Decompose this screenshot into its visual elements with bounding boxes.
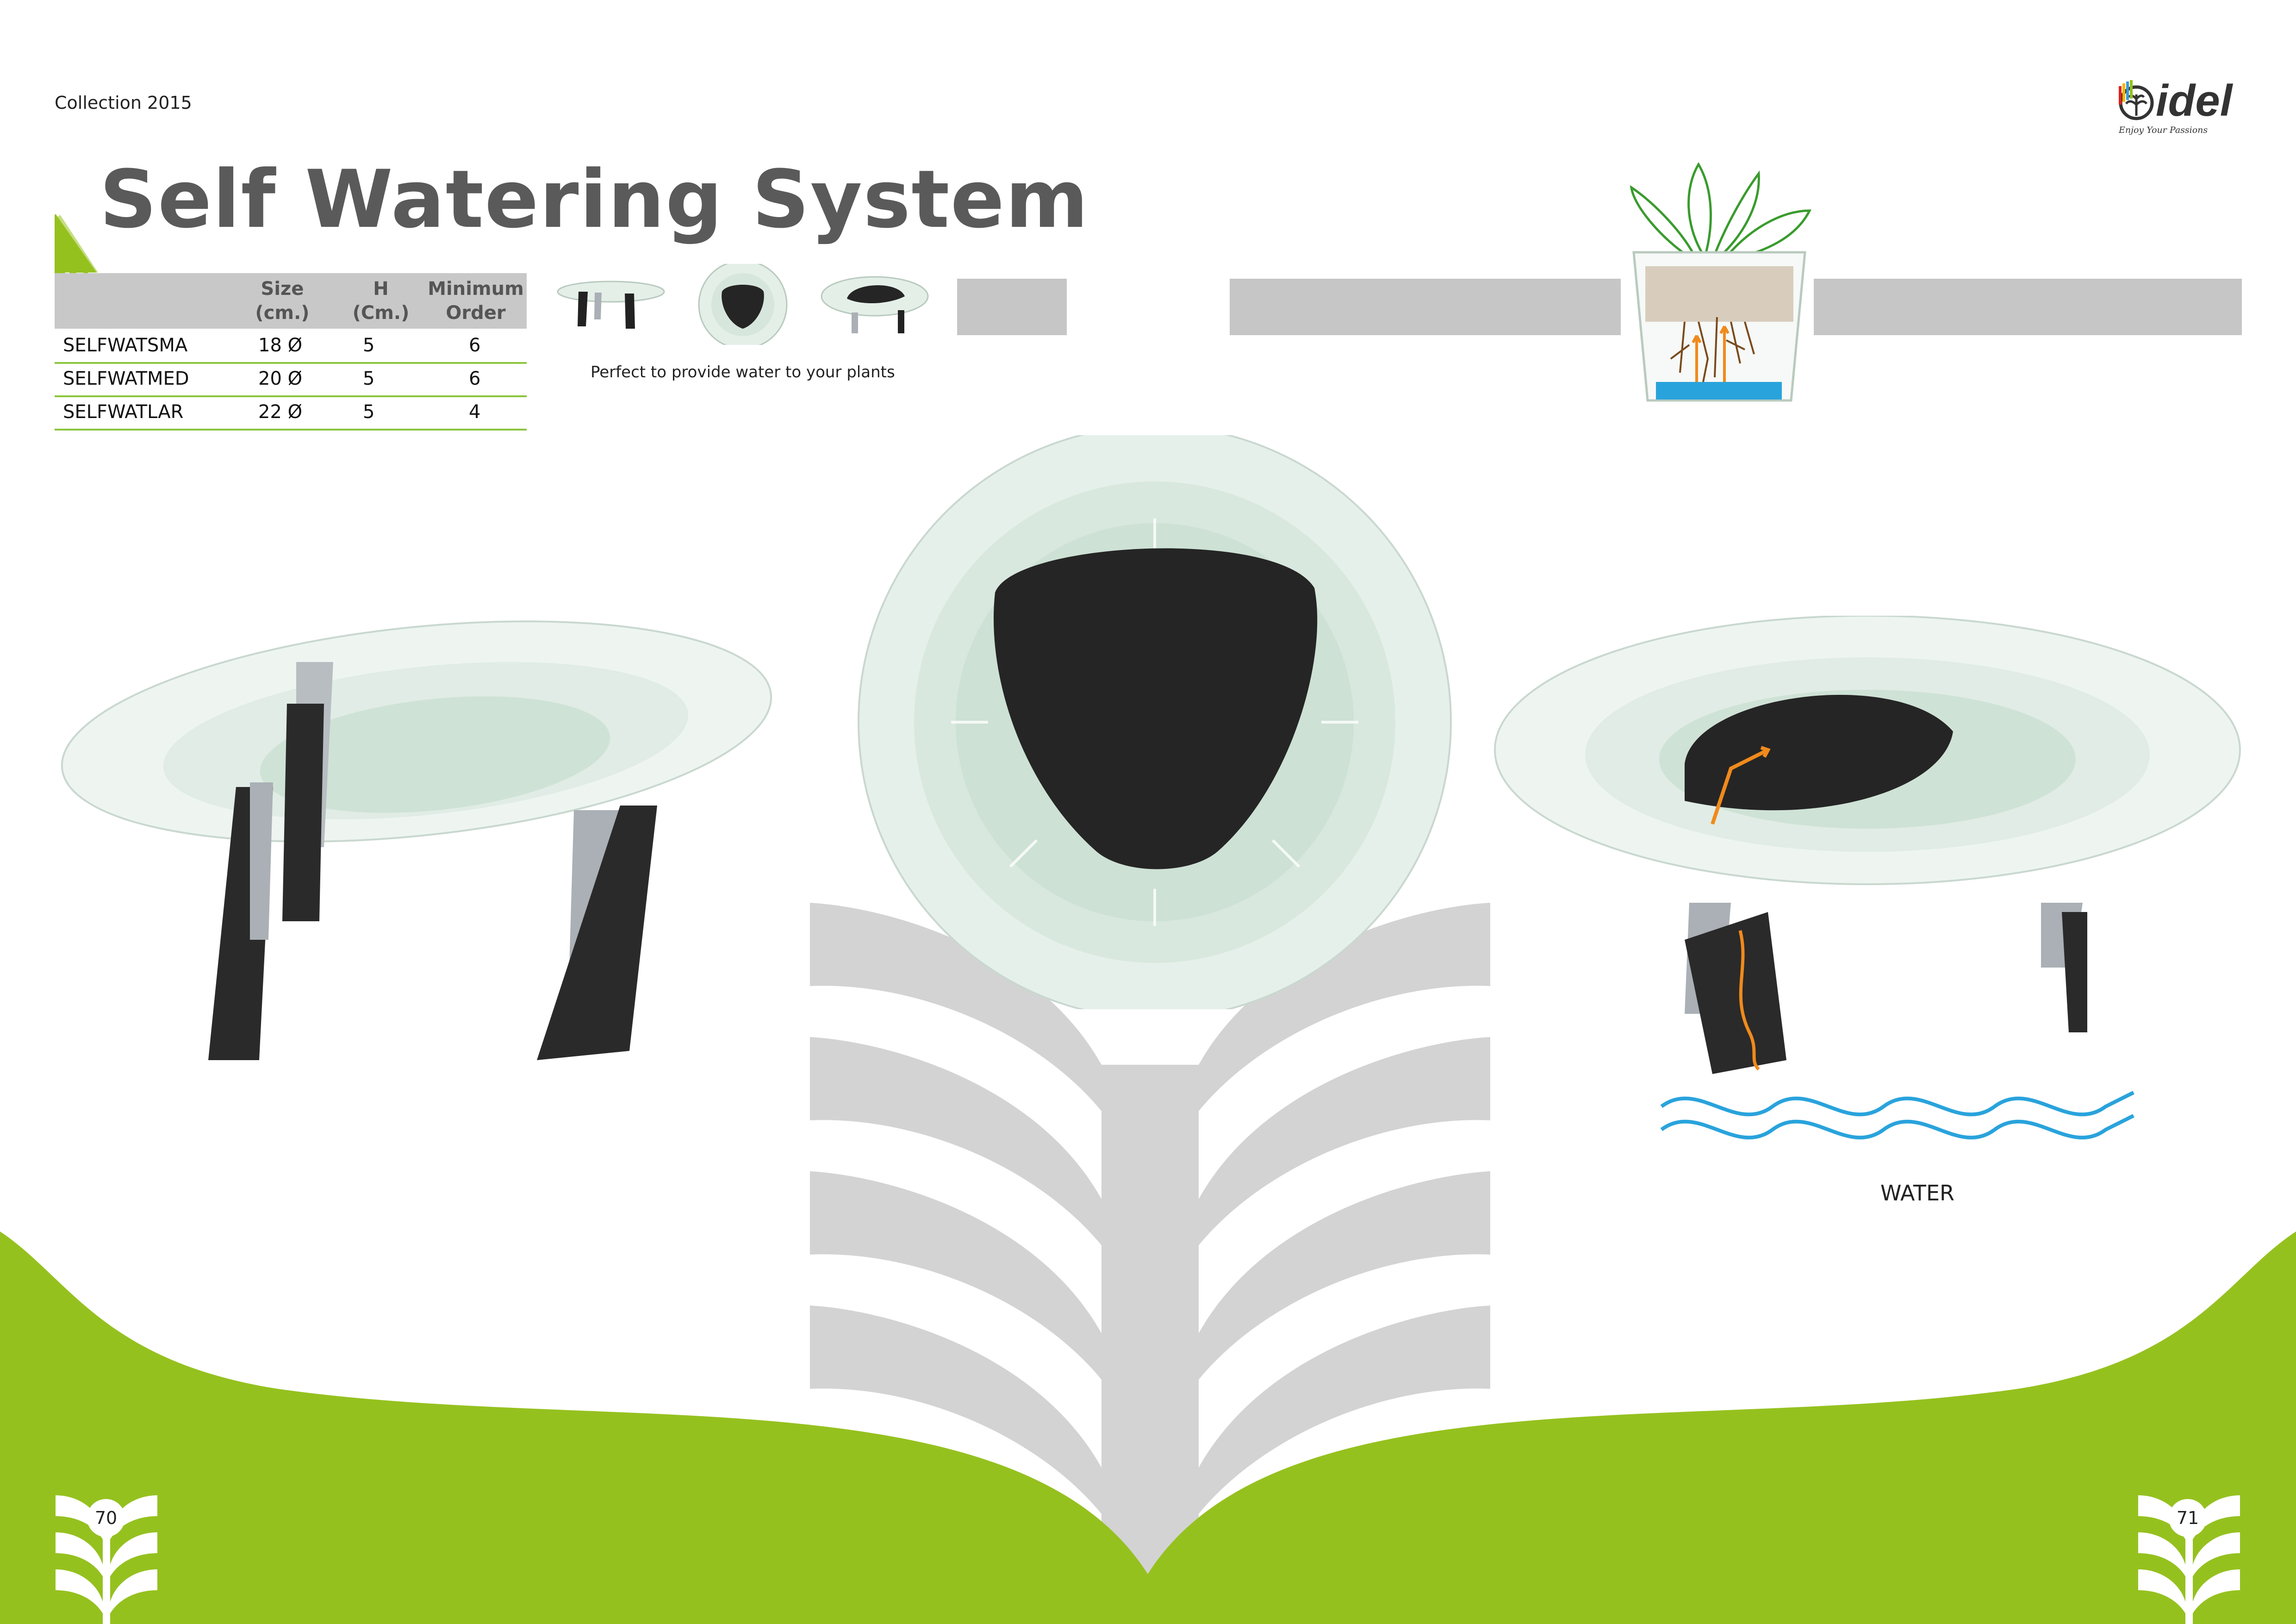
pot-diagram: [1630, 162, 1812, 402]
row-h: 5: [363, 335, 375, 356]
water-waves-icon: [1660, 1091, 2134, 1140]
thumbnail-top-view: [698, 264, 788, 345]
row-order: 6: [469, 335, 481, 356]
table-row: SELFWATMED 20 Ø 5 6: [55, 362, 527, 397]
page-number-left: 70: [87, 1499, 125, 1537]
page-number-right: 71: [2169, 1499, 2207, 1537]
row-code: SELFWATLAR: [63, 401, 184, 423]
grey-bar: [957, 279, 1067, 335]
row-code: SELFWATSMA: [63, 335, 188, 356]
header-h: H(Cm.): [352, 278, 410, 324]
row-order: 6: [469, 368, 481, 389]
collection-label: Collection 2015: [55, 93, 192, 113]
row-order: 4: [469, 401, 481, 423]
row-size: 18 Ø: [258, 335, 303, 356]
product-photo-top: [858, 435, 1452, 1009]
idel-logo-mark: [2119, 80, 2154, 120]
brand-logo: idel Enjoy Your Passions: [2115, 74, 2254, 144]
thumbnail-angled-view: [821, 276, 929, 333]
product-photo-angled: [1494, 616, 2241, 1074]
table-row: SELFWATLAR 22 Ø 5 4: [55, 395, 527, 431]
row-code: SELFWATMED: [63, 368, 189, 389]
table-row: SELFWATSMA 18 Ø 5 6: [55, 329, 527, 364]
water-label: WATER: [1880, 1181, 1954, 1206]
product-photo-side: [61, 620, 772, 1060]
grey-bar: [1814, 279, 2242, 335]
brand-tagline: Enjoy Your Passions: [2119, 125, 2208, 135]
page-title: Self Watering System: [100, 153, 1089, 246]
page-emblem-left: [56, 1495, 157, 1624]
product-caption: Perfect to provide water to your plants: [591, 363, 895, 381]
header-size: Size(cm.): [255, 278, 310, 324]
green-footer-wave: [0, 1231, 2296, 1624]
row-size: 20 Ø: [258, 368, 303, 389]
decorative-leaf-emblem: [810, 903, 1490, 1620]
row-h: 5: [363, 401, 375, 423]
thumbnail-side-view: [557, 281, 665, 329]
page-emblem-right: [2138, 1495, 2240, 1624]
row-size: 22 Ø: [258, 401, 303, 423]
brand-name: idel: [2156, 76, 2233, 125]
row-h: 5: [363, 368, 375, 389]
grey-bar: [1230, 279, 1621, 335]
